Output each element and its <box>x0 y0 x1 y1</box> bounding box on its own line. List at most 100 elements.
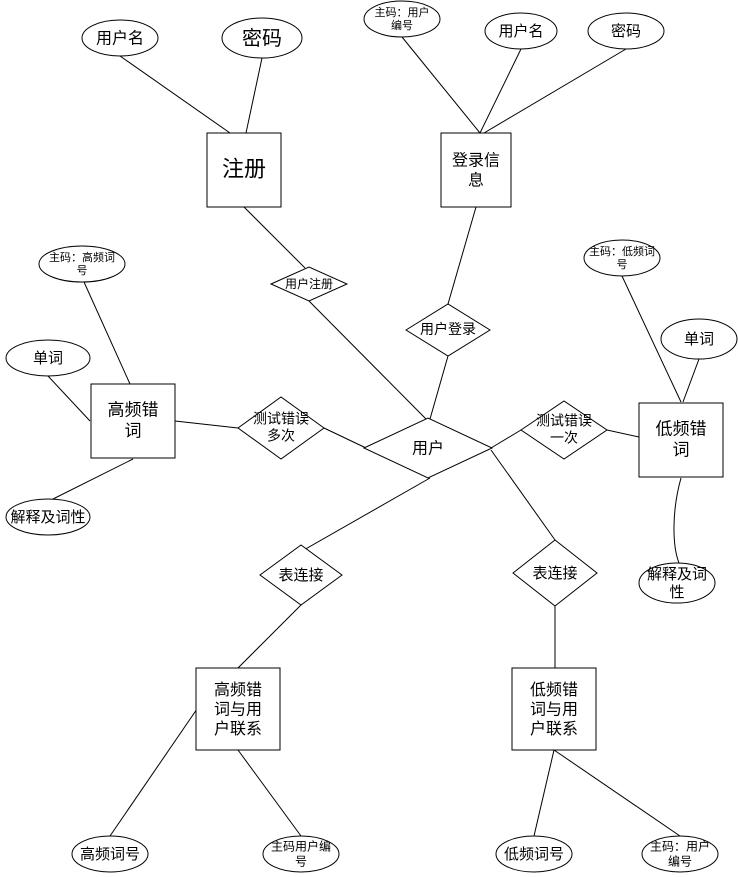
relationship-label-text: 用户登录 <box>420 321 476 338</box>
connector-line <box>490 429 522 449</box>
entity-label-text: 注册 <box>222 158 266 183</box>
attribute-ellipse <box>641 835 719 873</box>
connector-line <box>553 749 681 837</box>
attribute-label-text: 低频词号 <box>504 845 564 863</box>
attribute-label-text: 主码：高频词 <box>49 250 115 264</box>
attribute-ellipse <box>363 0 441 38</box>
relationship-diamond <box>520 400 608 460</box>
connector-line <box>606 429 640 438</box>
relationship-diamond <box>259 544 343 606</box>
attribute-ellipse <box>587 12 665 50</box>
attribute-lf-word: 单词 <box>660 318 738 360</box>
connector-line <box>47 375 91 422</box>
attribute-label-text: 解释及词性 <box>10 508 85 526</box>
attribute-label-text: 密码 <box>242 26 282 50</box>
attribute-label-text: 用户名 <box>498 22 543 40</box>
entity-label-text: 高频错 <box>108 401 159 421</box>
attribute-hl-word-no: 高频词号 <box>71 835 149 873</box>
relationship-label-text: 一次 <box>550 431 578 447</box>
connector-line <box>237 604 302 669</box>
relationship-table-link-left: 表连接 <box>259 544 343 606</box>
attribute-label-text: 解释及词 <box>647 565 707 583</box>
attribute-label-text: 号 <box>295 854 307 868</box>
connector-line <box>682 358 700 403</box>
connector-lines <box>47 36 700 837</box>
connector-line <box>237 749 302 837</box>
connector-line <box>323 427 367 449</box>
attribute-label-text: 主码用户编 <box>271 839 331 854</box>
connector-line <box>490 449 556 541</box>
relationship-user-login: 用户登录 <box>405 303 491 357</box>
entity-label-text: 息 <box>468 170 484 189</box>
attribute-ellipse <box>495 835 573 873</box>
connector-line <box>245 57 263 134</box>
relationship-label-text: 用户 <box>412 439 444 458</box>
attribute-ellipse <box>583 239 661 277</box>
attribute-label-text: 性 <box>669 583 684 601</box>
attribute-label-text: 单词 <box>684 330 714 348</box>
relationship-diamond <box>269 266 349 302</box>
attribute-ellipse <box>660 318 738 360</box>
attribute-ellipse <box>5 498 91 536</box>
attribute-label-text: 主码：低频词 <box>589 244 655 258</box>
entity-box <box>195 667 281 751</box>
attribute-hf-explain: 解释及词性 <box>5 498 91 536</box>
connector-line <box>673 477 682 564</box>
entity-label-text: 高频错 <box>214 680 262 699</box>
connector-line <box>429 355 449 420</box>
attribute-ellipse <box>221 17 303 59</box>
attribute-login-username: 用户名 <box>484 12 558 50</box>
entity-label-text: 词与用 <box>214 700 262 719</box>
entity-register: 注册 <box>206 132 282 208</box>
attribute-ellipse <box>262 835 340 873</box>
connector-line <box>447 206 477 305</box>
entity-box <box>638 402 724 478</box>
relationship-label-text: 表连接 <box>278 566 323 584</box>
attribute-ellipse <box>71 835 149 873</box>
connector-line <box>83 281 131 385</box>
attribute-label-text: 编号 <box>391 18 413 32</box>
connector-line <box>479 48 522 134</box>
entity-box <box>511 667 597 751</box>
entity-label-text: 户联系 <box>214 719 262 738</box>
attribute-label-text: 编号 <box>668 853 692 868</box>
attribute-label-text: 号 <box>77 264 88 277</box>
entity-label-text: 词与用 <box>530 700 578 719</box>
relationship-diamond <box>512 539 598 607</box>
relationship-diamond <box>362 417 494 479</box>
relationship-table-link-right: 表连接 <box>512 539 598 607</box>
attribute-ellipse <box>638 562 716 604</box>
attribute-hf-word: 单词 <box>5 339 91 377</box>
entity-label-text: 登录信 <box>452 151 500 170</box>
attribute-label-text: 密码 <box>611 22 641 40</box>
attribute-ellipse <box>484 12 558 50</box>
entity-label-text: 户联系 <box>530 719 578 738</box>
connector-line <box>308 300 429 422</box>
connector-line <box>243 206 306 269</box>
attribute-reg-username: 用户名 <box>81 19 159 57</box>
relationship-label-text: 多次 <box>267 428 295 445</box>
entity-label-text: 低频错 <box>656 420 707 440</box>
connector-line <box>52 458 134 500</box>
attribute-label-text: 主码：用户 <box>650 839 710 854</box>
connector-line <box>119 55 231 134</box>
relationship-diamond <box>405 303 491 357</box>
connector-line <box>533 749 555 837</box>
connector-line <box>174 420 239 429</box>
entity-label-text: 词 <box>673 440 690 460</box>
entity-box <box>90 383 176 459</box>
attribute-login-password: 密码 <box>587 12 665 50</box>
connector-line <box>621 275 682 403</box>
diagram-nodes: 注册登录信息高频错词低频错词高频错词与用户联系低频错词与用户联系用户注册用户登录… <box>5 0 738 873</box>
relationship-user: 用户 <box>362 417 494 479</box>
